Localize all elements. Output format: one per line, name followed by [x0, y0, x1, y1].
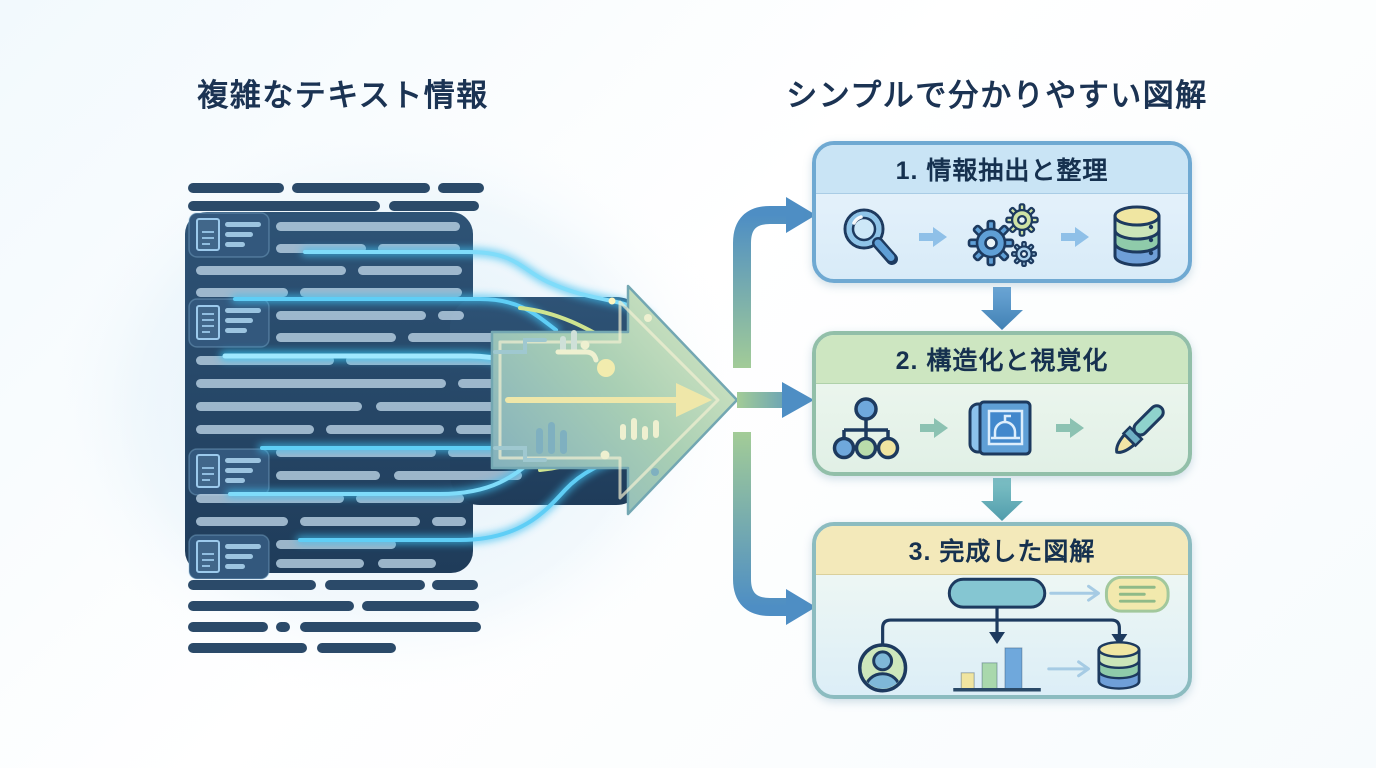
- step-box-2: 2. 構造化と視覚化: [812, 331, 1192, 476]
- arrow-right-icon: [919, 226, 947, 247]
- arrow-right-icon: [920, 418, 948, 438]
- flow-connectors: [881, 606, 1121, 644]
- database-icon: [1097, 640, 1141, 690]
- circuit-decoration: [493, 314, 712, 476]
- left-title: 複雑なテキスト情報: [197, 78, 489, 113]
- document-card: [188, 534, 270, 580]
- down-arrow-icon: [981, 478, 1023, 521]
- step-1-title: 1. 情報抽出と整理: [816, 145, 1188, 194]
- step-box-1: 1. 情報抽出と整理: [812, 141, 1192, 283]
- arrow-head-top: [786, 197, 816, 233]
- document-card: [188, 212, 270, 258]
- step-3-title: 3. 完成した図解: [816, 526, 1188, 575]
- step-box-3: 3. 完成した図解: [812, 522, 1192, 699]
- step-connector-arrows: [981, 287, 1023, 521]
- gears-icon: [967, 202, 1039, 267]
- arrow-right-icon: [1056, 418, 1084, 438]
- document-card: [188, 448, 270, 496]
- arrow-right-icon: [1061, 226, 1089, 247]
- down-arrow-icon: [989, 631, 1005, 644]
- down-arrow-icon: [981, 287, 1023, 330]
- tree-diagram-icon: [832, 397, 900, 460]
- document-icon: [196, 540, 220, 573]
- step-2-title: 2. 構造化と視覚化: [816, 335, 1188, 384]
- arrow-right-icon: [1049, 584, 1100, 602]
- flow-start-node: [947, 577, 1047, 609]
- branch-connectors: [733, 197, 816, 625]
- database-icon: [1113, 205, 1161, 266]
- arrow-head-middle: [782, 382, 814, 418]
- mini-flowchart: [858, 575, 1170, 692]
- paintbrush-icon: [1115, 404, 1165, 454]
- arrow-right-icon: [1047, 659, 1091, 677]
- down-arrow-icon: [1111, 633, 1128, 646]
- step-2-icons: [816, 384, 1188, 472]
- arrow-head-bottom: [786, 589, 816, 625]
- person-icon: [858, 642, 908, 692]
- note-icon: [1104, 575, 1170, 613]
- blueprint-icon: [968, 400, 1032, 456]
- document-icon: [196, 218, 220, 251]
- document-card: [188, 298, 270, 348]
- magnifier-icon: [843, 208, 898, 265]
- bar-chart-icon: [953, 646, 1041, 691]
- document-icon: [196, 454, 220, 488]
- step-1-icons: [816, 194, 1188, 279]
- document-icon: [196, 305, 220, 340]
- transform-arrow: [490, 284, 739, 516]
- step-3-diagram: [816, 575, 1188, 695]
- right-title: シンプルで分かりやすい図解: [786, 78, 1208, 113]
